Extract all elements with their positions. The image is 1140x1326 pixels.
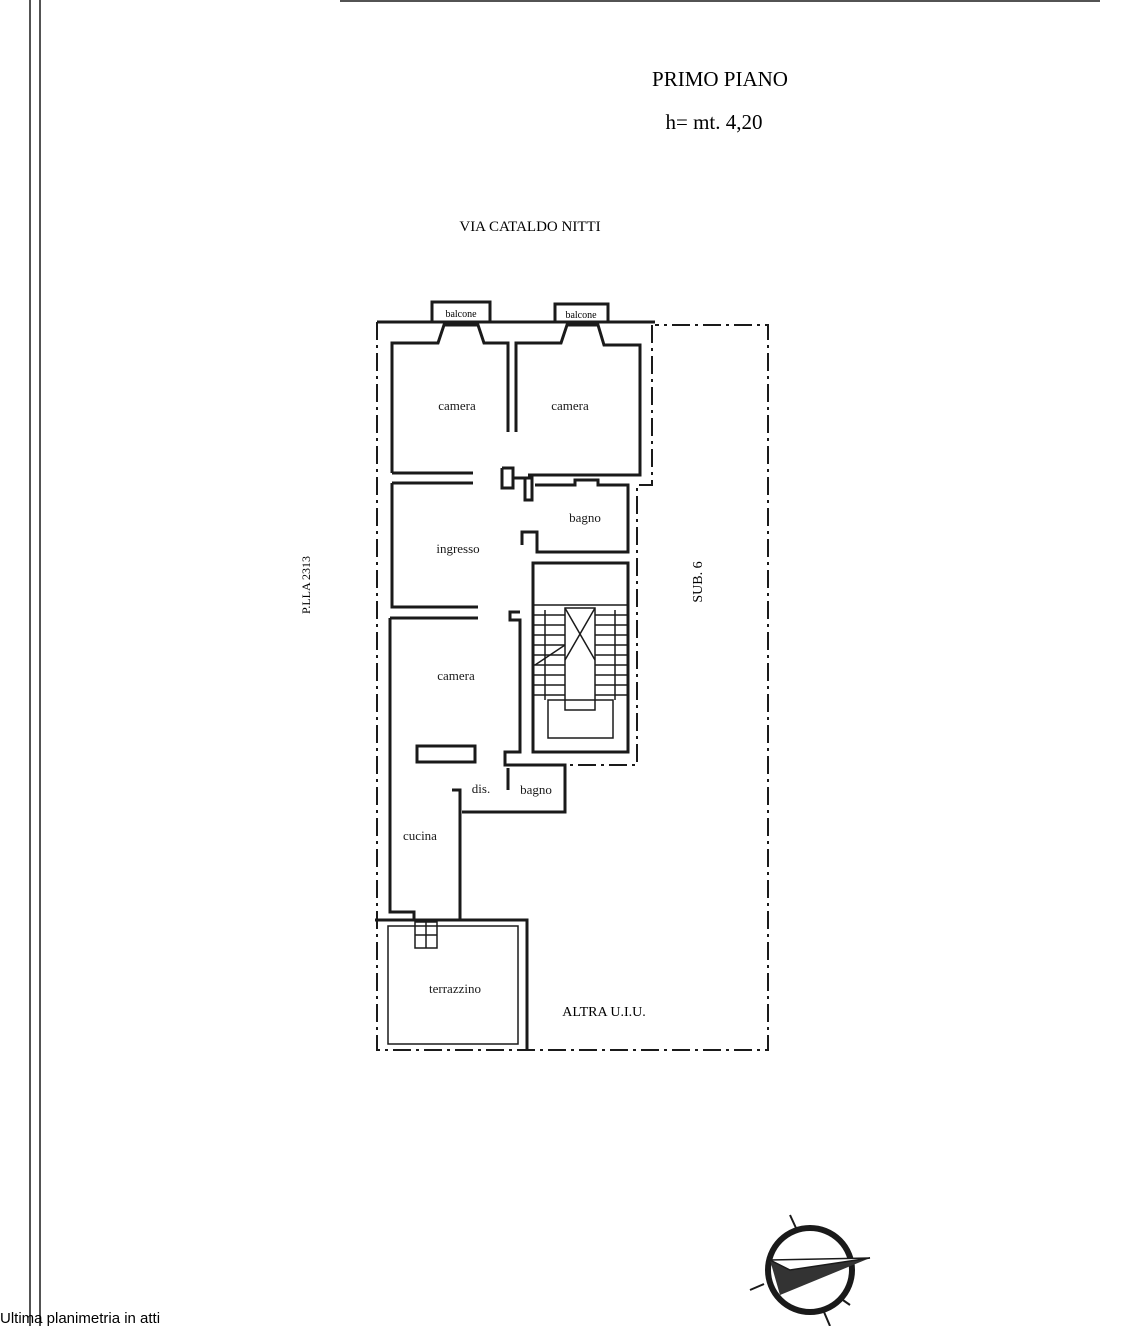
street-name: VIA CATALDO NITTI	[459, 219, 600, 235]
room-label-camera: camera	[551, 398, 589, 413]
wall	[452, 788, 462, 920]
wall-terrazzino	[375, 918, 529, 1050]
neighbor-label-altra-uiu: ALTRA U.I.U.	[562, 1005, 646, 1020]
wall-bagno-1	[520, 478, 630, 554]
room-label-balcone: balcone	[565, 310, 597, 321]
unit-boundary	[568, 325, 653, 766]
property-boundary	[376, 322, 769, 1051]
floor-title: PRIMO PIANO	[652, 67, 788, 91]
footer-note: Ultima planimetria in atti	[0, 1310, 160, 1326]
north-arrow-compass-icon	[749, 1214, 871, 1326]
wall-bagno-2	[462, 610, 567, 814]
room-label-bagno: bagno	[520, 782, 552, 797]
room-label-terrazzino: terrazzino	[429, 981, 481, 996]
lift-shaft	[564, 607, 596, 711]
room-label-camera: camera	[437, 668, 475, 683]
room-label-cucina: cucina	[403, 828, 437, 843]
room-label-balcone: balcone	[445, 309, 477, 320]
chimney	[415, 744, 477, 764]
terrazzino-inner	[387, 925, 519, 1045]
room-label-ingresso: ingresso	[436, 541, 479, 556]
balcony-2	[553, 302, 610, 324]
stair-steps	[533, 604, 628, 739]
room-label-camera: camera	[438, 398, 476, 413]
wall-camera-2	[514, 323, 642, 477]
neighbor-label-plla: P.LLA 2313	[299, 556, 313, 614]
neighbor-label-sub6: SUB. 6	[691, 561, 706, 602]
wall-camera-1	[390, 323, 510, 473]
wall-cucina	[388, 752, 416, 920]
stairwell	[531, 561, 630, 754]
floor-height: h= mt. 4,20	[665, 110, 762, 134]
pillar	[500, 466, 534, 502]
room-label-bagno: bagno	[569, 510, 601, 525]
room-label-dis: dis.	[472, 781, 490, 796]
balcony-1	[430, 300, 492, 324]
wall-ingresso	[390, 483, 478, 609]
